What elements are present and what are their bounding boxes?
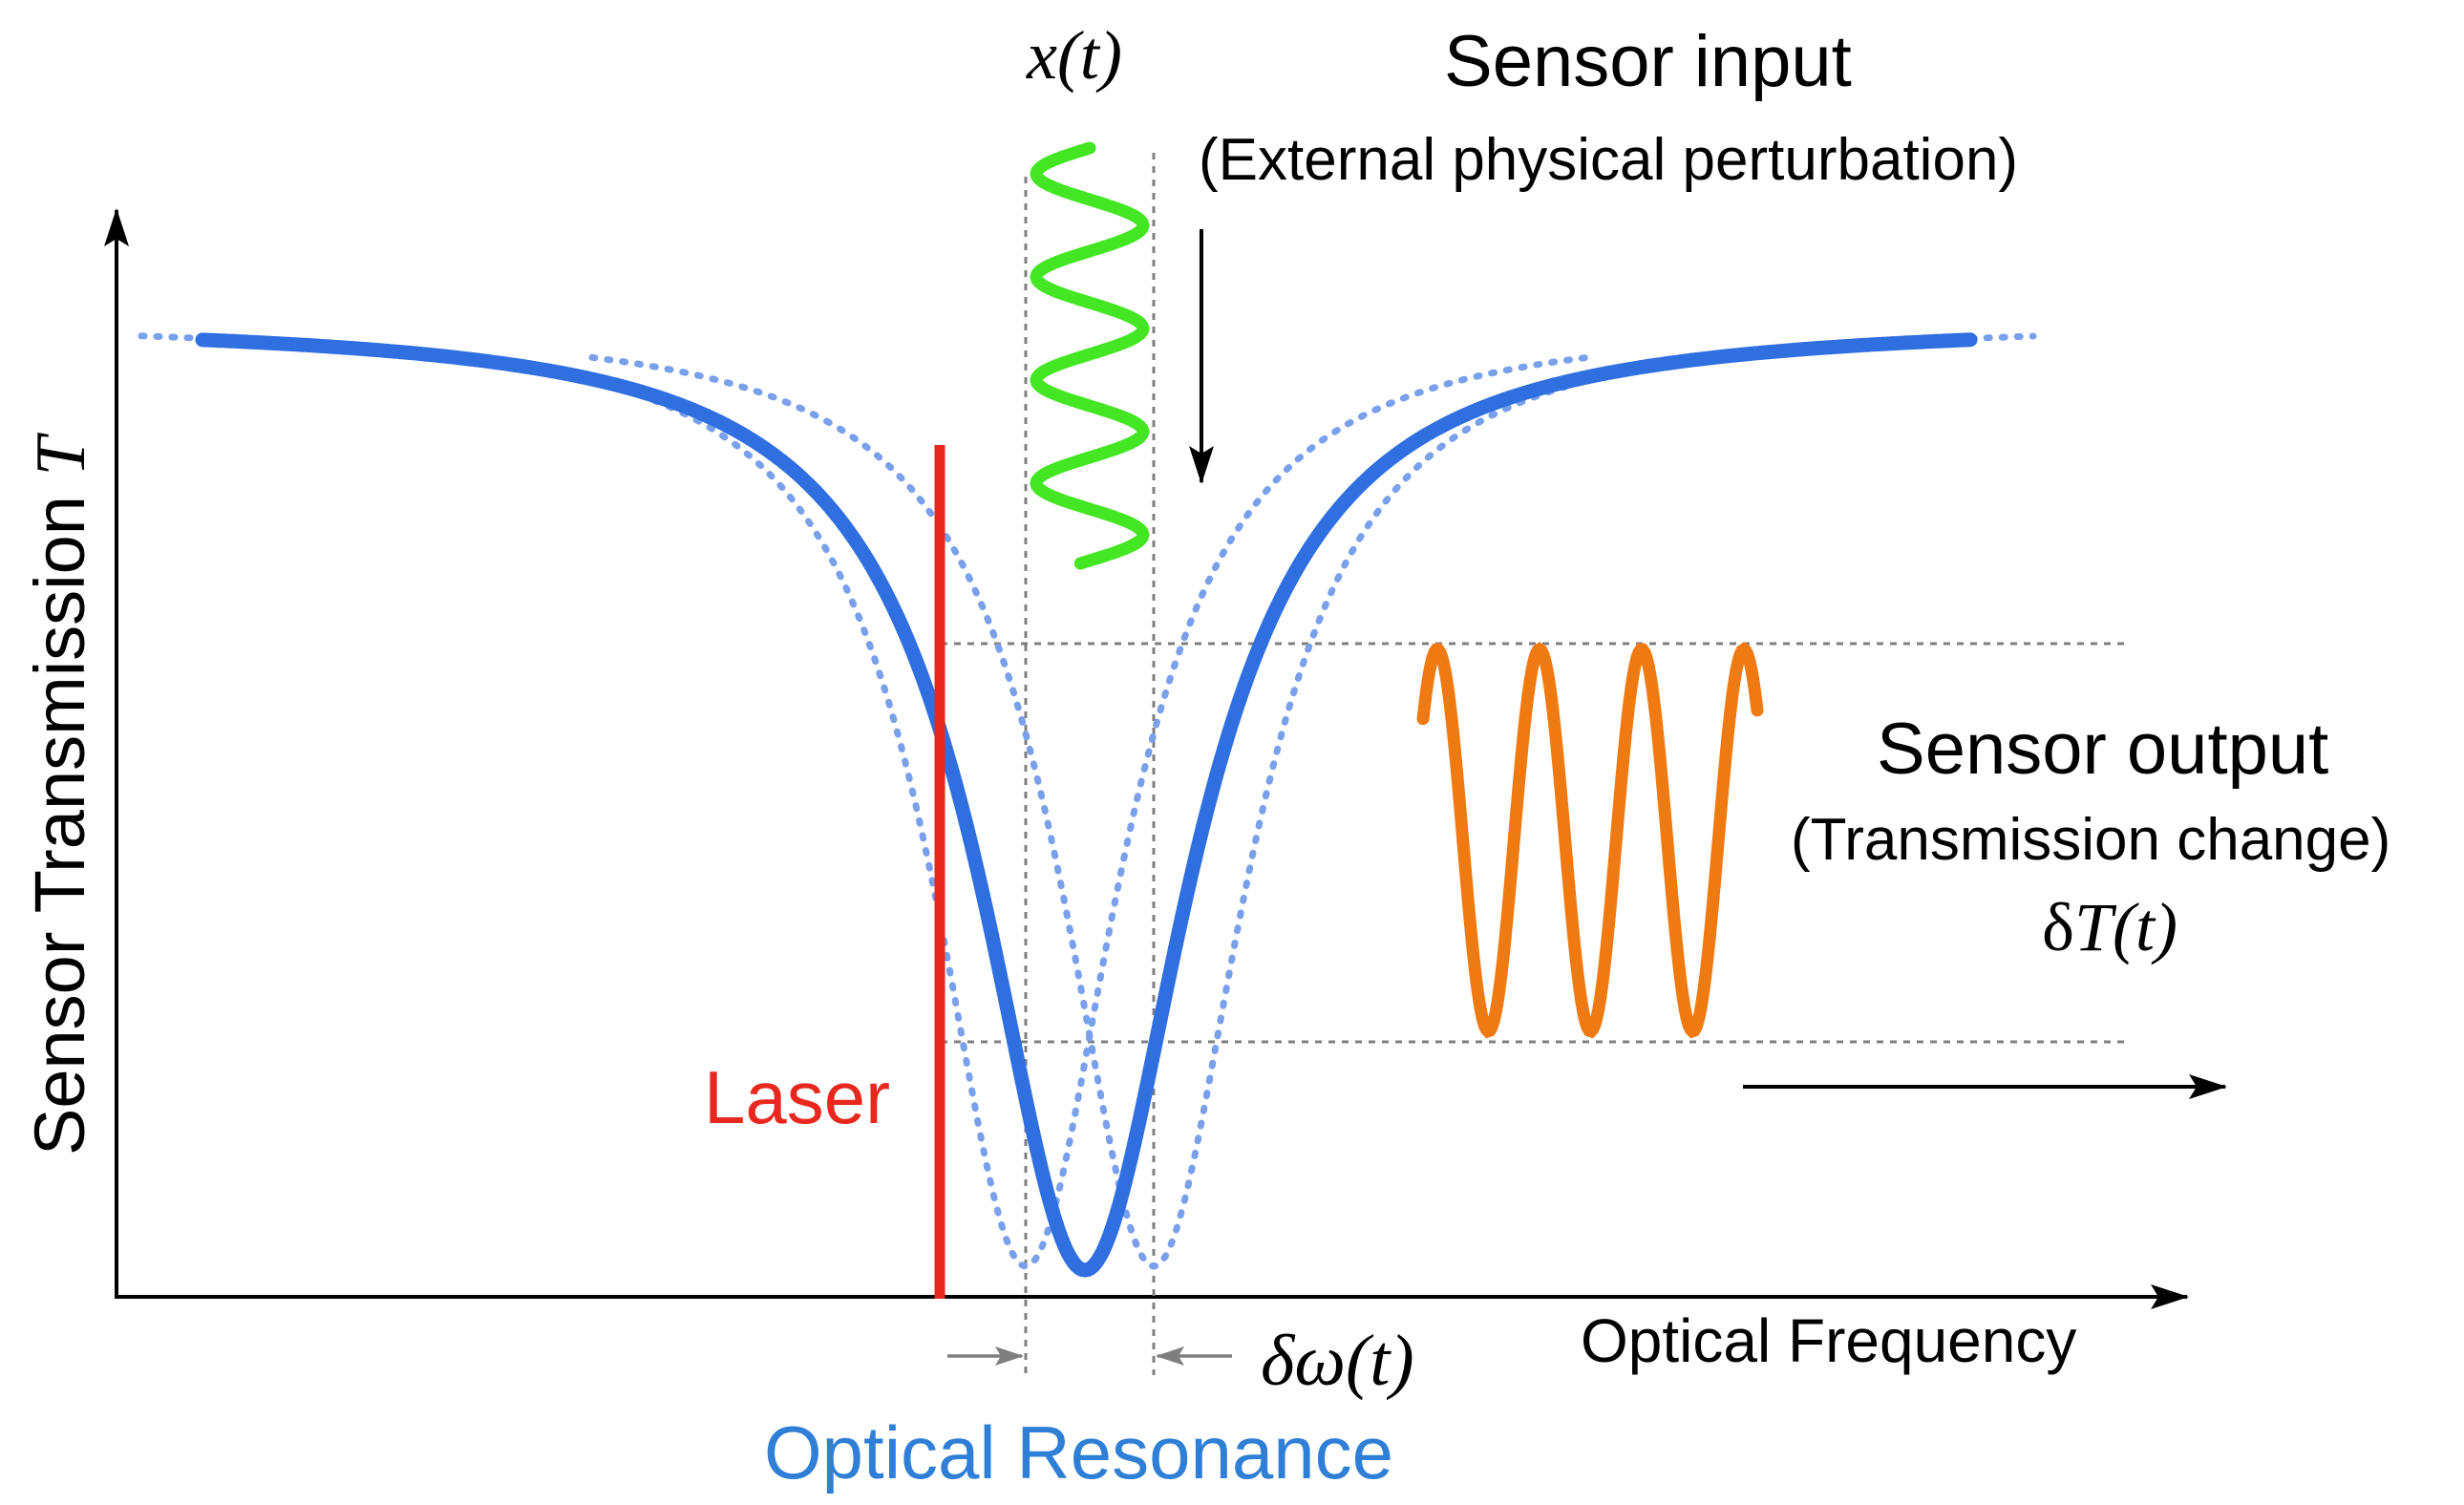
y-axis-label-main: Sensor Transmission: [20, 477, 99, 1156]
input-title: Sensor input: [1444, 21, 1852, 102]
output-symbol: δT(t): [2042, 889, 2177, 965]
output-subtitle: (Transmission change): [1791, 807, 2390, 873]
output-symbol-prefix: δ: [2042, 889, 2074, 965]
resonance-label: Optical Resonance: [764, 1410, 1393, 1494]
shift-symbol: δω(t): [1261, 1321, 1414, 1401]
laser-label: Laser: [704, 1055, 890, 1139]
output-title: Sensor output: [1877, 709, 2328, 790]
resonance-curve: [195, 332, 1978, 1278]
output-wave: [1416, 642, 1764, 1039]
x-axis-label: Optical Frequency: [1581, 1306, 2076, 1375]
input-subtitle: (External physical perturbation): [1199, 127, 2018, 193]
input-symbol: x(t): [1026, 17, 1122, 94]
y-axis-label-symbol: T: [22, 433, 100, 477]
shifted-resonance-left-curve: [138, 332, 1589, 1270]
output-symbol-main: T(t): [2074, 889, 2177, 965]
input-wave: [1030, 141, 1150, 570]
y-axis-label: Sensor Transmission T: [20, 433, 100, 1156]
